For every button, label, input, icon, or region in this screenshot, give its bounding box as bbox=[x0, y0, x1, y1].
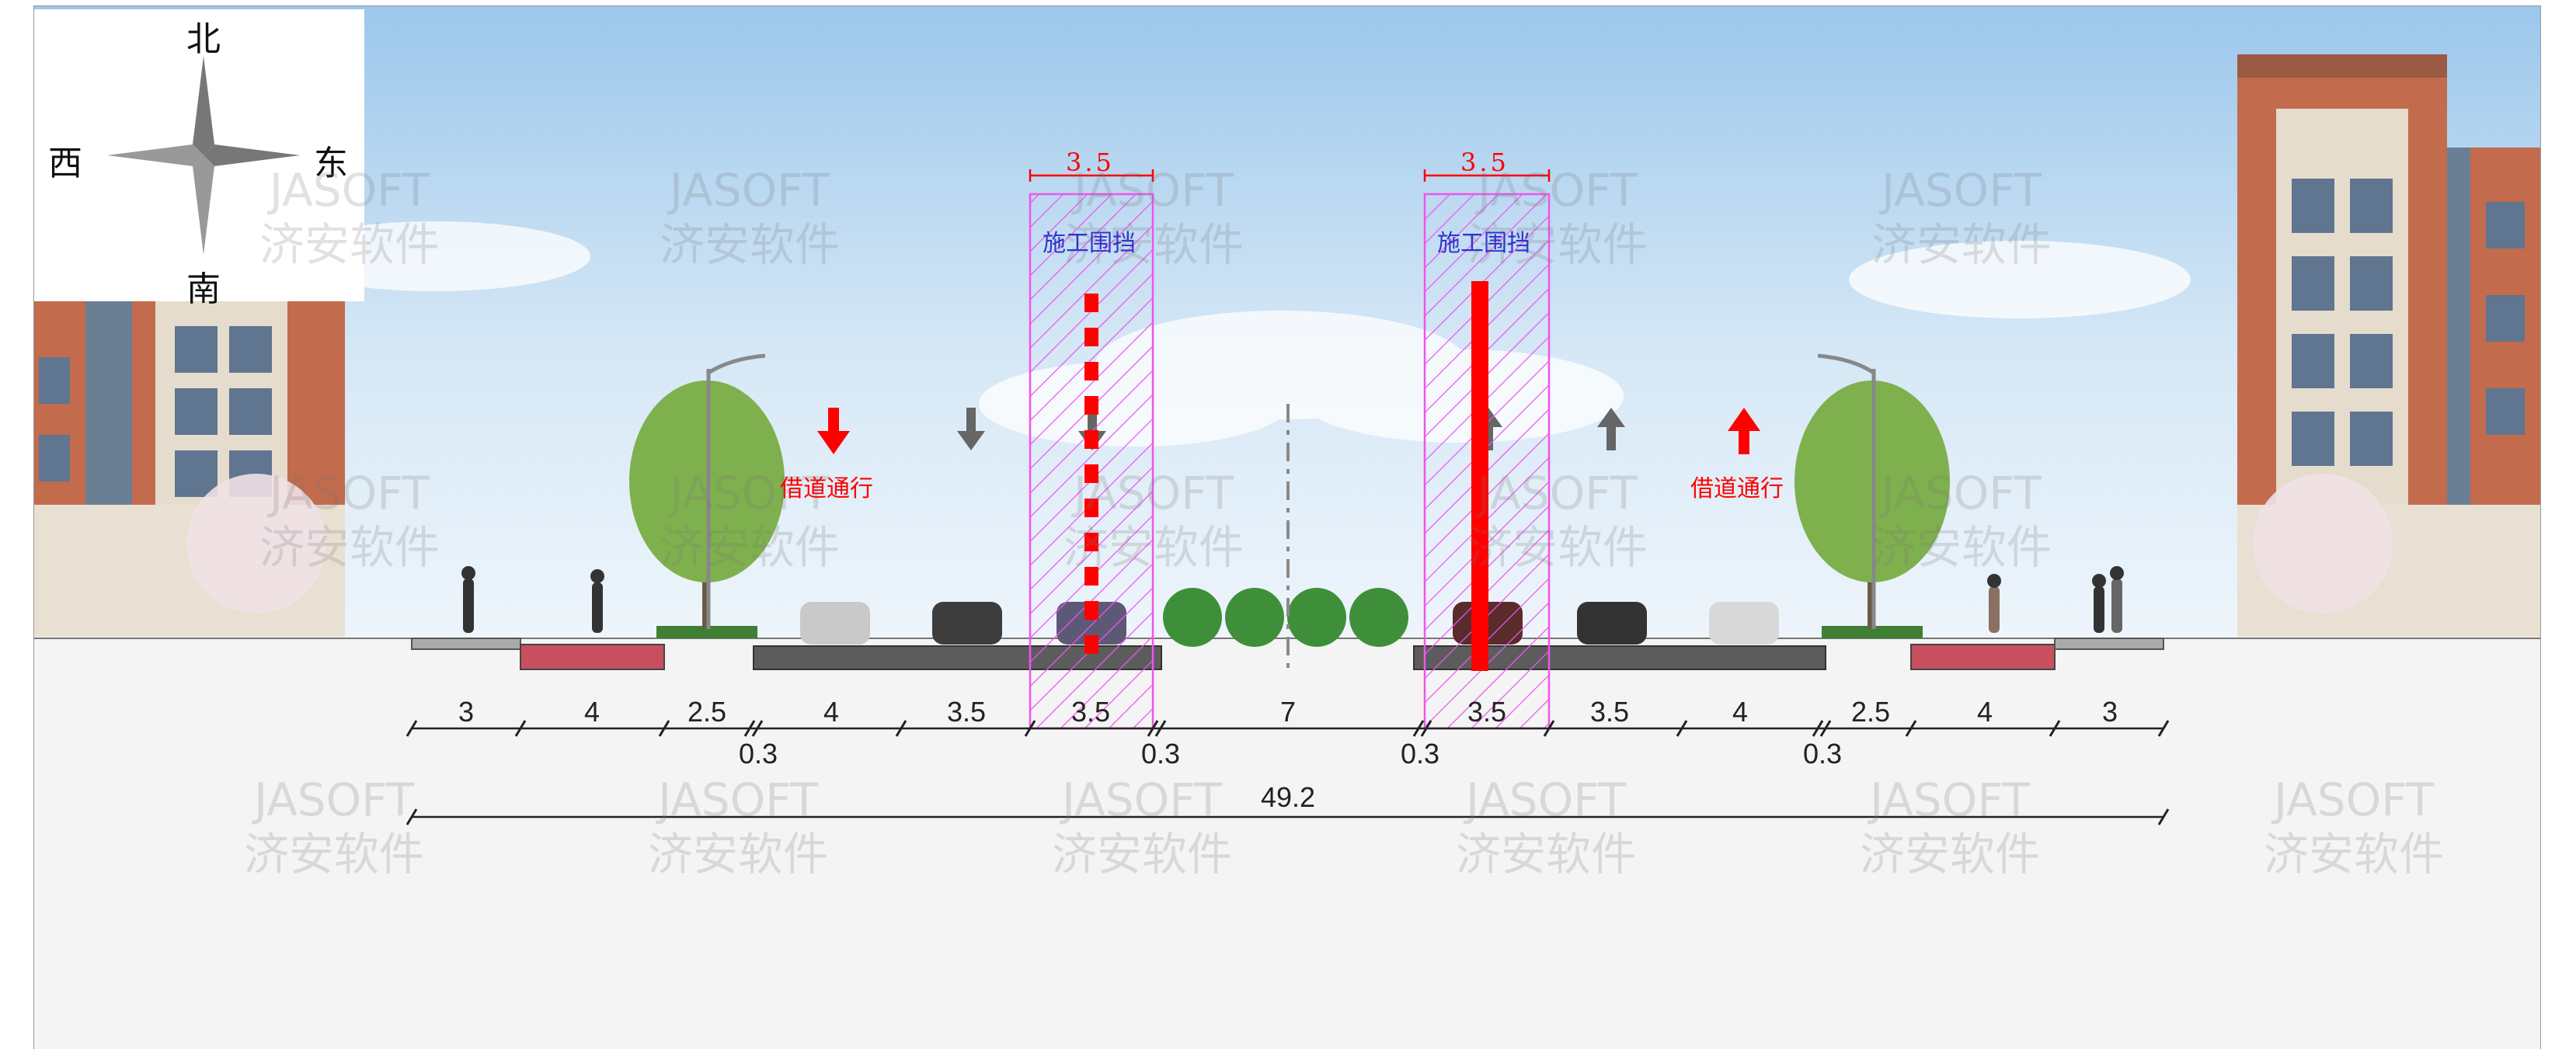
detour-label: 借道通行 bbox=[780, 475, 873, 502]
dimension-gap-label: 0.3 bbox=[738, 738, 778, 770]
dimension-label: 2.5 bbox=[1850, 696, 1891, 728]
street-lamps bbox=[706, 353, 1876, 629]
dimension-label: 3 bbox=[2101, 696, 2118, 728]
dimension-tick bbox=[1024, 720, 1036, 737]
dimension-label: 3 bbox=[458, 696, 475, 728]
dimension-tick bbox=[1420, 720, 1432, 737]
dimension-tick bbox=[751, 720, 764, 737]
compass-north: 北 bbox=[186, 19, 221, 59]
construction-width-label: 3.5 bbox=[1460, 148, 1509, 177]
dimension-tick bbox=[1676, 720, 1688, 737]
dimension-label: 4 bbox=[1732, 696, 1749, 728]
compass-rose-icon bbox=[107, 56, 300, 255]
dimension-tick bbox=[2157, 720, 2170, 737]
hedge-left bbox=[656, 626, 757, 638]
dimension-tick bbox=[658, 720, 670, 737]
dimension-tick bbox=[514, 720, 527, 737]
dimension-tick bbox=[743, 720, 756, 737]
dimension-label: 3.5 bbox=[1070, 696, 1111, 728]
dimension-tick bbox=[1412, 720, 1425, 737]
dimension-tick bbox=[1905, 720, 1917, 737]
dimension-tick bbox=[1819, 720, 1832, 737]
dimension-tick bbox=[1543, 720, 1555, 737]
dimension-tick bbox=[2157, 808, 2170, 825]
construction-width-label: 3.5 bbox=[1066, 148, 1115, 177]
construction-zone-left bbox=[1029, 169, 1154, 730]
compass-south: 南 bbox=[186, 269, 221, 309]
dimension-label: 7 bbox=[1279, 696, 1297, 728]
arrow-down-icon bbox=[957, 408, 985, 450]
compass-west: 西 bbox=[48, 144, 82, 183]
barrier-solid-right bbox=[1471, 281, 1488, 671]
compass-east: 东 bbox=[314, 144, 348, 183]
dimension-lines bbox=[412, 727, 2163, 818]
total-width-label: 49.2 bbox=[1260, 781, 1316, 813]
dimension-gap-label: 0.3 bbox=[1400, 738, 1440, 770]
dimension-gap-label: 0.3 bbox=[1802, 738, 1843, 770]
dimension-gap-label: 0.3 bbox=[1140, 738, 1181, 770]
dimension-tick bbox=[406, 808, 418, 825]
dimension-label: 4 bbox=[823, 696, 840, 728]
dimension-ticks bbox=[406, 720, 2170, 825]
construction-zone-right bbox=[1423, 169, 1551, 730]
hedge-right bbox=[1822, 626, 1923, 638]
dimension-label: 3.5 bbox=[946, 696, 987, 728]
dimension-label: 3.5 bbox=[1467, 696, 1507, 728]
dimension-tick bbox=[1147, 720, 1159, 737]
construction-zone-label: 施工围挡 bbox=[1437, 230, 1530, 257]
dimension-label: 3.5 bbox=[1589, 696, 1630, 728]
dimension-label: 2.5 bbox=[687, 696, 727, 728]
dimension-label: 4 bbox=[1976, 696, 1993, 728]
construction-zone-label: 施工围挡 bbox=[1043, 230, 1136, 257]
dimension-tick bbox=[2049, 720, 2061, 737]
dimension-tick bbox=[406, 720, 418, 737]
pedestrians bbox=[461, 566, 2124, 633]
dimension-tick bbox=[1812, 720, 1824, 737]
detour-label: 借道通行 bbox=[1690, 475, 1784, 502]
arrow-up-icon bbox=[1597, 408, 1625, 450]
dimension-tick bbox=[895, 720, 907, 737]
dimension-label: 4 bbox=[583, 696, 600, 728]
ground bbox=[34, 637, 2540, 1049]
blossom-trees bbox=[186, 474, 2393, 613]
median-shrubs bbox=[1163, 588, 1408, 647]
detour-arrow-down-icon bbox=[817, 408, 850, 454]
dimension-tick bbox=[1154, 720, 1167, 737]
detour-arrow-up-icon bbox=[1728, 408, 1760, 454]
